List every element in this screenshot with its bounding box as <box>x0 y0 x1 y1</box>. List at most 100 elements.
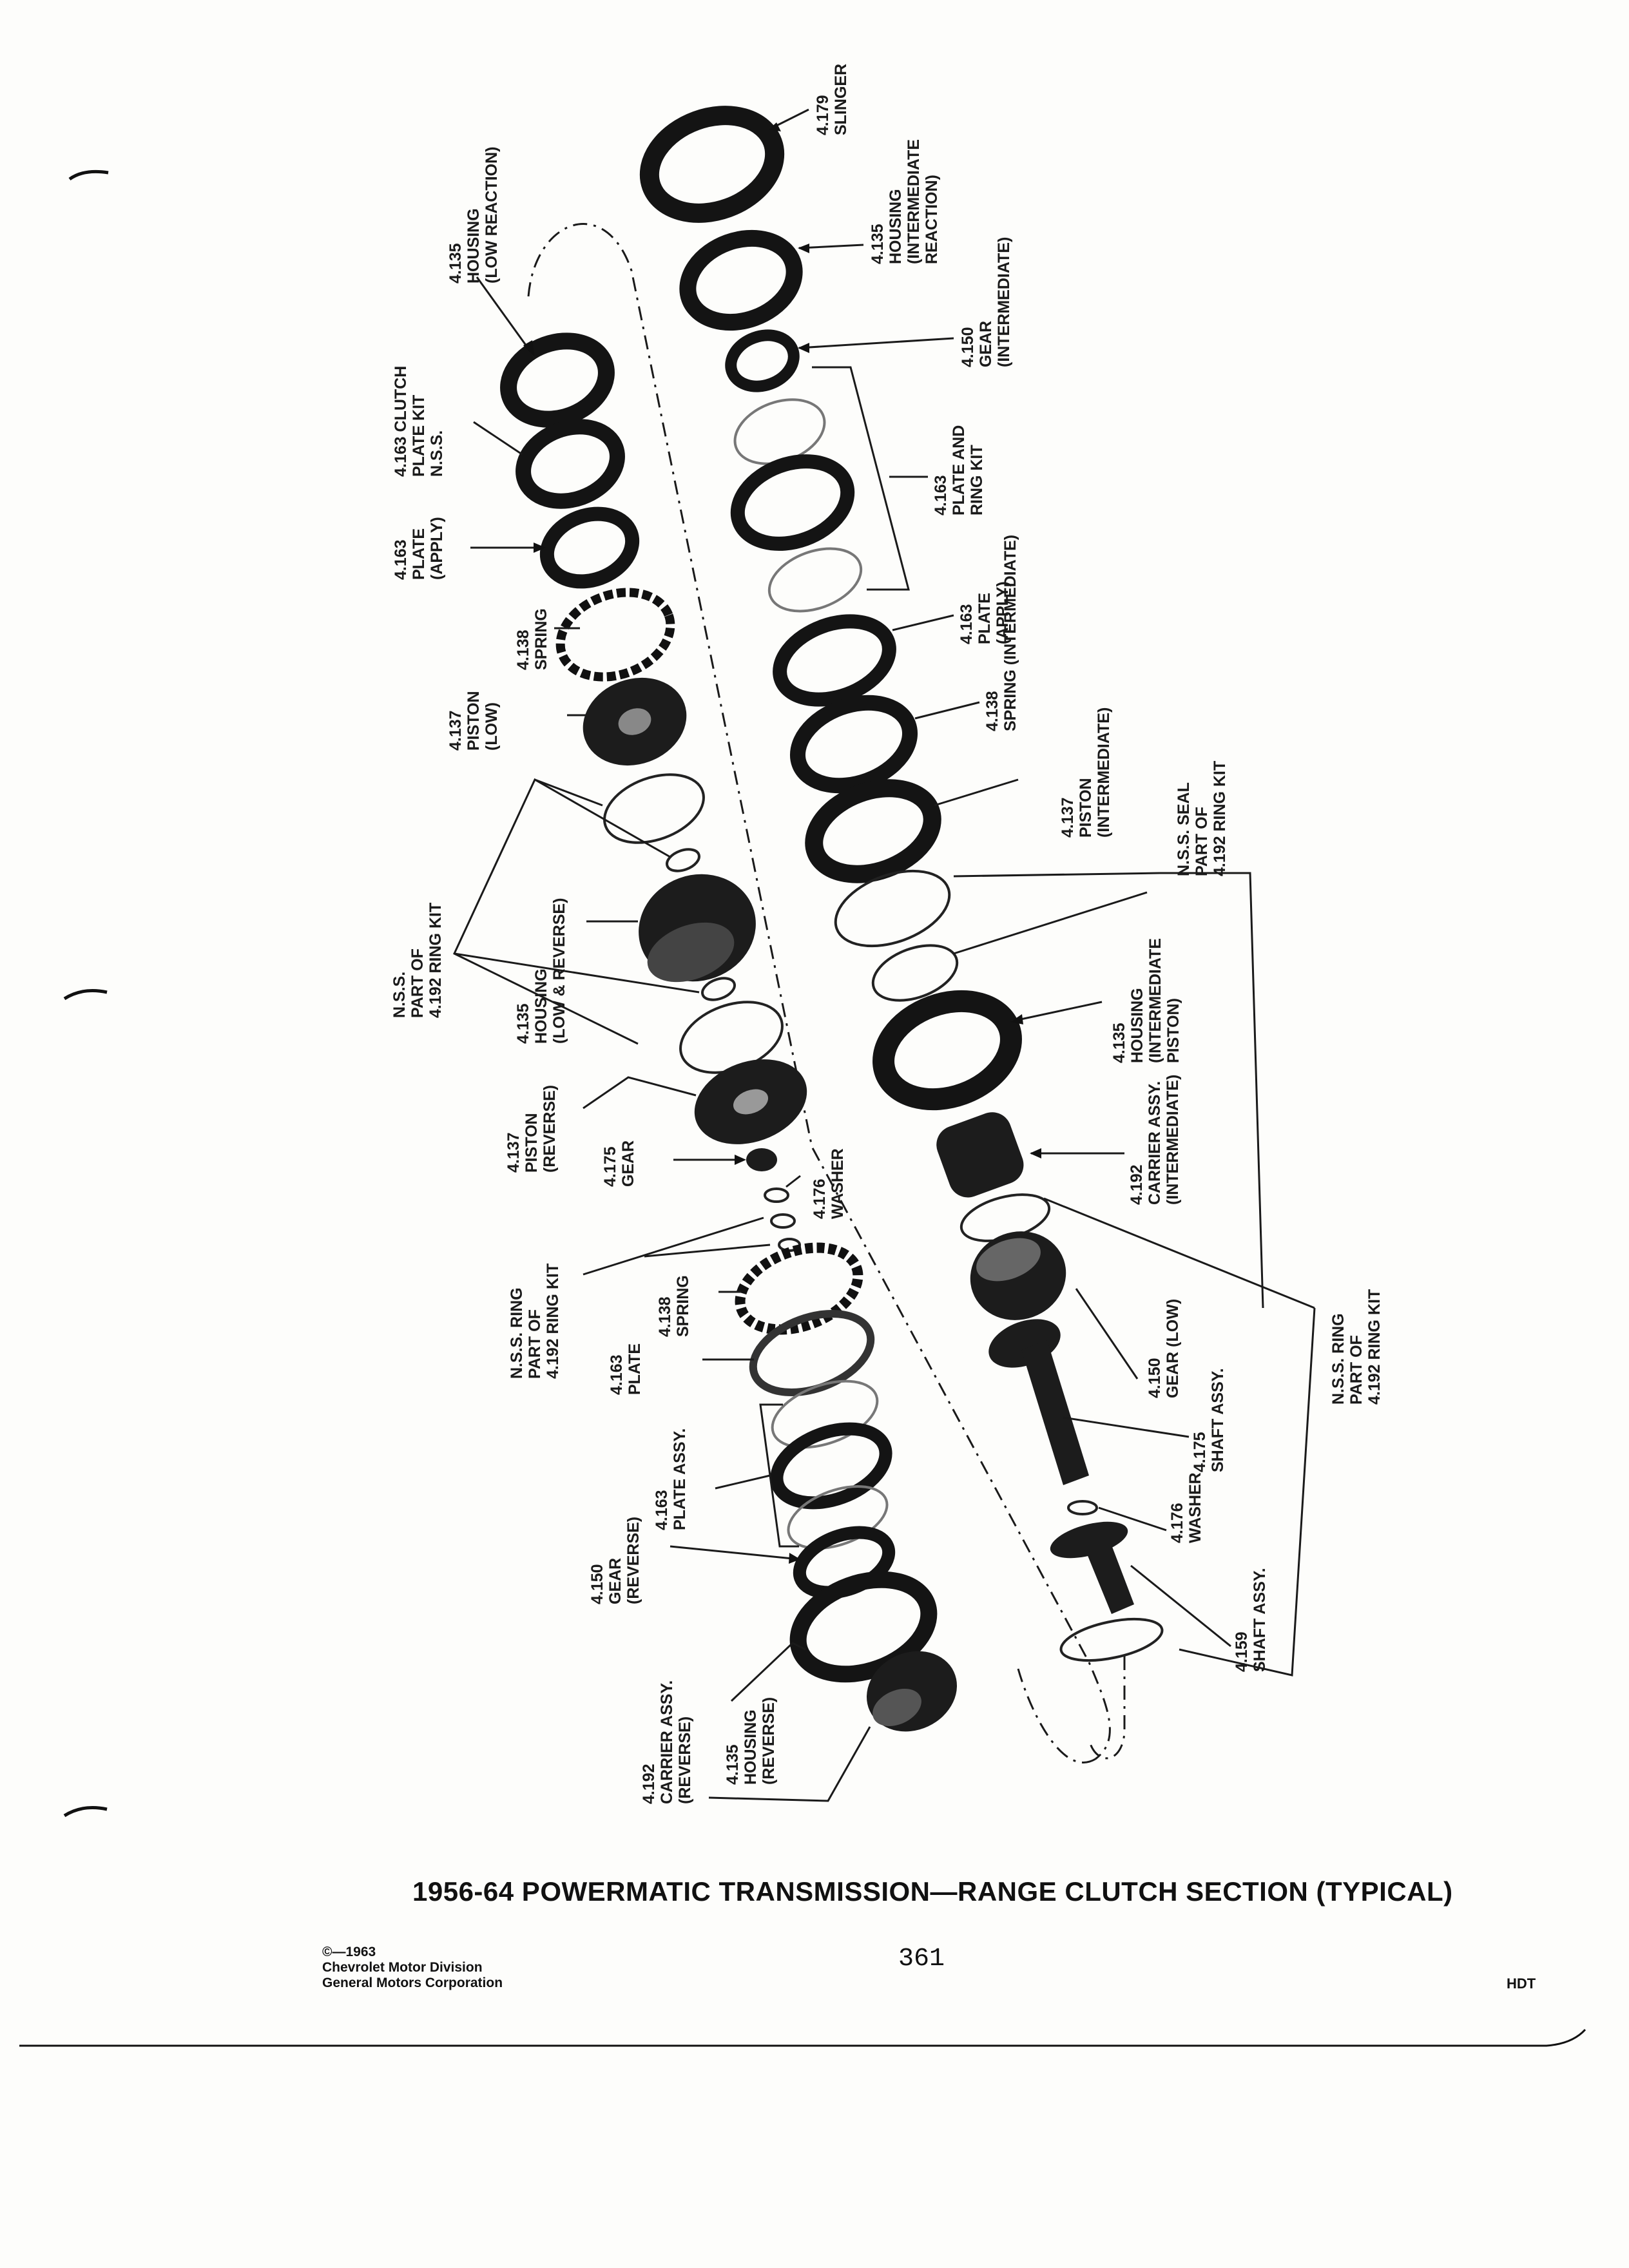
label-line: 4.176 <box>811 1178 829 1219</box>
leader-r8c <box>953 891 1148 955</box>
label-line: N.S.S. <box>428 430 446 477</box>
copyright-line: ©—1963 <box>322 1945 376 1959</box>
label-carrier-intermediate: 4.192 CARRIER ASSY. (INTERMEDIATE) <box>1128 1075 1182 1205</box>
label-line: 4.135 <box>869 224 887 264</box>
gear-4175 <box>746 1148 777 1171</box>
leader-l17 <box>708 1726 871 1802</box>
housing-low-reaction-ring <box>500 332 615 428</box>
seal-intermediate-b <box>871 944 959 1002</box>
label-line: 4.192 <box>1128 1164 1146 1205</box>
piston-low-hub <box>618 708 651 735</box>
label-spring-4138-lower: 4.138 SPRING <box>656 1275 692 1337</box>
label-slinger: 4.179 SLINGER <box>814 64 850 135</box>
label-line: 4.175 <box>601 1146 619 1187</box>
page-number: 361 <box>898 1945 945 1974</box>
label-line: PLATE ASSY. <box>671 1428 689 1530</box>
housing-intermediate-reaction-ring <box>679 229 803 331</box>
label-line: 4.163 <box>653 1490 671 1530</box>
label-line: 4.150 <box>588 1564 606 1604</box>
leader-l8 <box>583 1076 697 1110</box>
plate-apply-intermediate-ring <box>773 614 896 707</box>
seal-intermediate-a <box>834 869 951 948</box>
label-washer-4176-lower: 4.176 WASHER <box>1168 1472 1204 1543</box>
label-line: HOUSING <box>1128 988 1146 1063</box>
label-line: 4.163 <box>608 1354 626 1395</box>
label-housing-intermediate-reaction: 4.135 HOUSING (INTERMEDIATE REACTION) <box>869 139 941 264</box>
label-line: (REVERSE) <box>541 1085 559 1173</box>
housing-intermediate-piston-ring <box>872 990 1022 1111</box>
label-line: WASHER <box>1186 1472 1204 1543</box>
label-plate-4163-lower: 4.163 PLATE <box>608 1343 644 1395</box>
label-gear-reverse: 4.150 GEAR (REVERSE) <box>588 1517 642 1604</box>
leader-r12 <box>1063 1416 1190 1438</box>
binder-hole-mark-middle <box>63 989 108 1001</box>
label-line: GEAR <box>977 321 995 367</box>
document-code: HDT <box>1507 1975 1536 1992</box>
label-line: 4.135 <box>514 1003 532 1044</box>
label-line: 4.135 <box>447 243 465 284</box>
label-line: (APPLY) <box>428 517 446 580</box>
label-line: HOUSING <box>887 189 905 264</box>
bottom-rule <box>19 2028 1586 2047</box>
leader-l6b <box>534 778 603 807</box>
label-plate-and-ring-kit: 4.163 PLATE AND RING KIT <box>932 425 986 515</box>
plate-assy-ring-c <box>787 1485 889 1550</box>
leader-r2 <box>798 244 864 249</box>
label-line: 4.192 <box>640 1763 658 1804</box>
label-line: REACTION) <box>923 175 941 264</box>
label-line: (LOW) <box>483 702 501 751</box>
label-line: N.S.S. RING <box>1329 1313 1347 1405</box>
washer-4176 <box>1067 1500 1098 1515</box>
label-line: 4.159 <box>1233 1631 1251 1672</box>
leader-r6 <box>914 701 980 720</box>
leader-r9 <box>1011 1001 1103 1023</box>
label-clutch-plate-kit: 4.163 CLUTCH PLATE KIT N.S.S. <box>392 366 446 477</box>
label-line: (INTERMEDIATE) <box>1095 707 1113 838</box>
label-line: N.S.S. <box>390 972 409 1018</box>
washer-small-b <box>770 1213 796 1229</box>
plate-ring-kit-b <box>730 454 855 551</box>
label-line: 4.137 <box>505 1132 523 1173</box>
leader-r15 <box>1043 1197 1315 1309</box>
label-line: GEAR <box>619 1140 637 1187</box>
label-line: PLATE <box>626 1343 644 1395</box>
label-line: PLATE <box>410 528 428 580</box>
leader-r3 <box>798 337 954 349</box>
spring-intermediate-ring <box>789 695 918 794</box>
arrowhead-r1 <box>769 122 781 131</box>
label-line: SPRING <box>674 1275 692 1337</box>
label-line: N.S.S. SEAL <box>1175 782 1193 876</box>
label-line: 4.163 <box>392 539 410 580</box>
clutch-plate-kit-ring <box>516 419 625 509</box>
piston-intermediate-ring <box>805 779 941 883</box>
leader-r5 <box>892 614 954 631</box>
label-line: SHAFT ASSY. <box>1209 1368 1227 1472</box>
label-line: (INTERMEDIATE) <box>995 237 1013 367</box>
carrier-reverse-ring <box>789 1571 938 1683</box>
label-line: PLATE KIT <box>410 395 428 477</box>
label-gear-intermediate: 4.150 GEAR (INTERMEDIATE) <box>959 237 1013 367</box>
label-housing-reverse: 4.135 HOUSING (REVERSE) <box>724 1697 778 1785</box>
leader-l6c <box>454 952 700 994</box>
plate-assy-ring-a <box>771 1379 879 1449</box>
label-line: 4.192 RING KIT <box>544 1264 562 1379</box>
axis-dashed-line-bottom <box>1017 1668 1096 1763</box>
label-line: (REVERSE) <box>676 1716 694 1804</box>
leader-l10 <box>786 1175 801 1188</box>
label-line: SLINGER <box>832 64 850 135</box>
leader-l2 <box>473 421 523 456</box>
label-line: (INTERMEDIATE <box>1146 938 1164 1063</box>
label-line: (INTERMEDIATE <box>905 139 923 264</box>
label-line: PISTON <box>1077 778 1095 838</box>
shaft-4175-body <box>1021 1340 1089 1485</box>
label-line: PART OF <box>409 948 427 1018</box>
arrowhead-l9 <box>735 1155 746 1165</box>
plate-ring-kit-c <box>767 547 863 613</box>
washer-small-a <box>764 1187 789 1203</box>
piston-reverse-hub <box>733 1089 769 1115</box>
label-spring-intermediate: 4.138 SPRING (INTERMEDIATE) <box>983 535 1019 731</box>
leader-l16 <box>730 1642 806 1702</box>
label-nss-ring-kit-middle: N.S.S. RING PART OF 4.192 RING KIT <box>508 1264 562 1379</box>
label-line: CARRIER ASSY. <box>658 1680 676 1804</box>
